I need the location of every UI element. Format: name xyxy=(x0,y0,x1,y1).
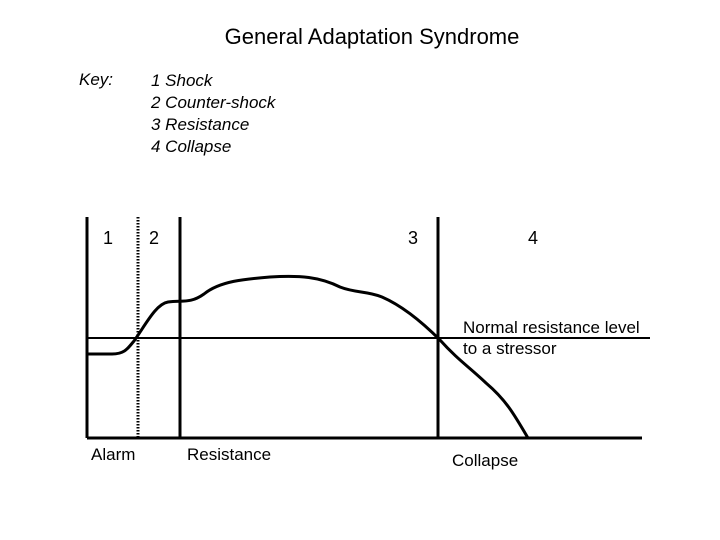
stage-label-resistance: Resistance xyxy=(187,445,272,464)
stage-label-alarm: Alarm xyxy=(91,445,136,464)
resistance-curve xyxy=(87,274,530,439)
phase-number-2: 2 xyxy=(149,228,160,248)
key-item-shock: 1 Shock xyxy=(151,71,213,90)
stage-label-collapse: Collapse xyxy=(452,451,519,470)
diagram-title: General Adaptation Syndrome xyxy=(224,24,520,49)
phase-number-1: 1 xyxy=(103,228,114,248)
key-list: 1 Shock 2 Counter-shock 3 Resistance 4 C… xyxy=(151,70,275,158)
key-item-resistance: 3 Resistance xyxy=(151,115,250,134)
key-item-counter-shock: 2 Counter-shock xyxy=(151,93,276,112)
normal-resistance-label-line-1: Normal resistance level xyxy=(463,318,640,337)
normal-resistance-label: Normal resistance level to a stressor xyxy=(463,317,640,359)
key-item-collapse: 4 Collapse xyxy=(151,137,232,156)
phase-number-3: 3 xyxy=(408,228,419,248)
phase-number-4: 4 xyxy=(528,228,539,248)
normal-resistance-label-line-2: to a stressor xyxy=(463,339,557,358)
key-label: Key: xyxy=(79,70,114,89)
